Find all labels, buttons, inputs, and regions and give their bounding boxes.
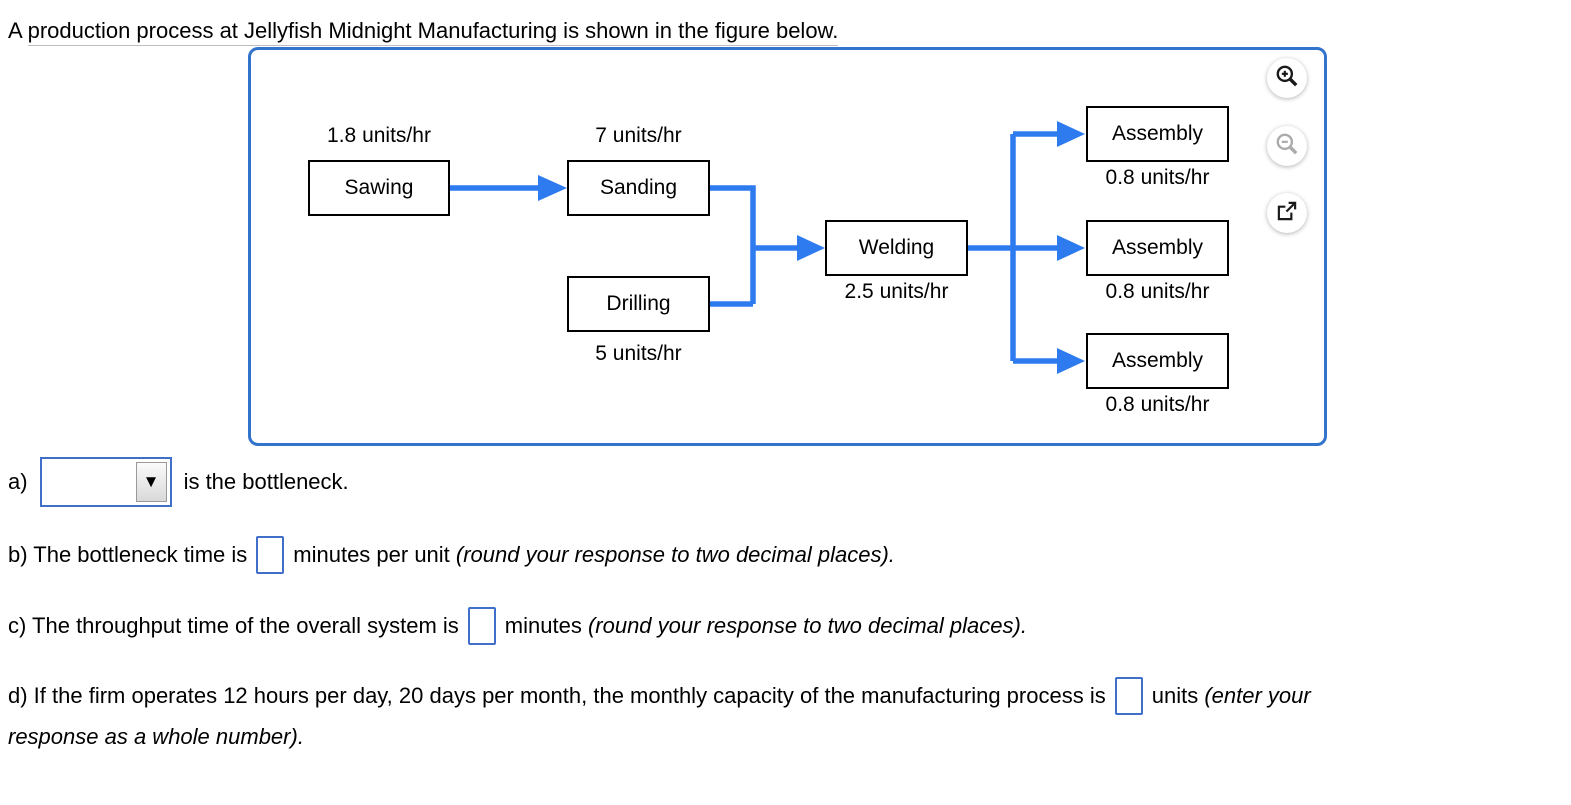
question-intro: A production process at Jellyfish Midnig…	[8, 18, 839, 46]
monthly-capacity-input[interactable]	[1114, 677, 1143, 715]
question-d-hint-line1: (enter your	[1204, 683, 1311, 708]
rate-drilling: 5 units/hr	[595, 342, 682, 365]
question-c-prefix: c) The throughput time of the overall sy…	[8, 613, 459, 638]
rate-sawing: 1.8 units/hr	[327, 124, 431, 147]
node-welding: Welding	[825, 220, 968, 276]
figure-panel: 1.8 units/hr 7 units/hr 5 units/hr 2.5 u…	[248, 47, 1327, 446]
question-d: d) If the firm operates 12 hours per day…	[8, 675, 1311, 717]
question-d-suffix: units	[1151, 683, 1205, 708]
question-a-label: a)	[8, 469, 28, 494]
question-a: a) ▼ is the bottleneck.	[8, 456, 349, 508]
bottleneck-time-input[interactable]	[256, 536, 285, 574]
throughput-time-input[interactable]	[467, 607, 496, 645]
rate-assembly-top: 0.8 units/hr	[1105, 166, 1210, 189]
bottleneck-dropdown[interactable]: ▼	[39, 457, 172, 507]
rate-assembly-middle: 0.8 units/hr	[1105, 280, 1210, 303]
question-b: b) The bottleneck time is minutes per un…	[8, 534, 895, 576]
node-assembly-top: Assembly	[1086, 106, 1229, 162]
rate-welding: 2.5 units/hr	[844, 280, 949, 303]
flow-arrows	[450, 121, 1085, 374]
question-b-suffix: minutes per unit	[293, 542, 456, 567]
node-assembly-middle: Assembly	[1086, 220, 1229, 276]
question-d-hint-line2: response as a whole number).	[8, 724, 304, 749]
zoom-in-icon	[1274, 63, 1300, 94]
zoom-in-button[interactable]	[1267, 58, 1307, 98]
open-in-new-window-icon	[1274, 198, 1300, 229]
rate-assembly-bottom: 0.8 units/hr	[1105, 393, 1210, 416]
node-assembly-bottom: Assembly	[1086, 333, 1229, 389]
question-c-hint: (round your response to two decimal plac…	[587, 613, 1027, 638]
zoom-out-icon	[1274, 131, 1300, 162]
question-b-hint: (round your response to two decimal plac…	[455, 542, 895, 567]
node-sawing: Sawing	[308, 160, 450, 216]
rate-sanding: 7 units/hr	[595, 124, 682, 147]
node-drilling: Drilling	[567, 276, 710, 332]
question-c: c) The throughput time of the overall sy…	[8, 605, 1027, 647]
zoom-out-button[interactable]	[1267, 126, 1307, 166]
open-in-new-window-button[interactable]	[1267, 193, 1307, 233]
dropdown-arrow-icon[interactable]: ▼	[135, 462, 167, 502]
question-c-suffix: minutes	[504, 613, 588, 638]
question-b-prefix: b) The bottleneck time is	[8, 542, 248, 567]
question-a-suffix: is the bottleneck.	[183, 469, 349, 494]
node-sanding: Sanding	[567, 160, 710, 216]
question-intro-text: production process at Jellyfish Midnight…	[27, 18, 839, 46]
question-d-prefix: d) If the firm operates 12 hours per day…	[8, 683, 1106, 708]
process-diagram: 1.8 units/hr 7 units/hr 5 units/hr 2.5 u…	[251, 50, 1324, 443]
question-intro-lead: A	[8, 18, 28, 43]
